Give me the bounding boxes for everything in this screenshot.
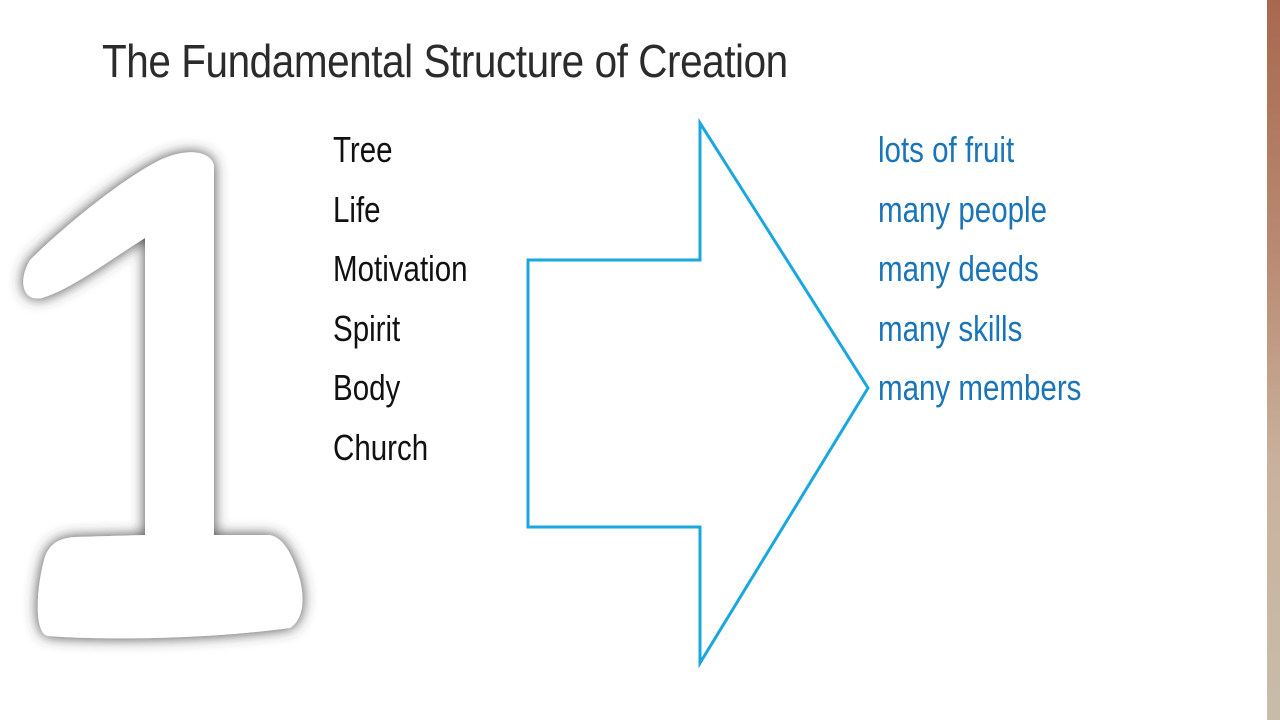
list-item: Body <box>333 367 401 408</box>
arrow-shape <box>526 117 870 669</box>
source-list: Tree Life Motivation Spirit Body Church <box>333 120 497 477</box>
list-item: Church <box>333 426 429 468</box>
list-item: Spirit <box>333 307 401 349</box>
list-item: Life <box>333 188 381 230</box>
list-item: many members <box>878 367 1082 408</box>
list-item: Tree <box>333 129 393 170</box>
list-item: many people <box>878 188 1048 230</box>
numeral-one-shape <box>23 152 303 639</box>
list-item: lots of fruit <box>878 129 1015 170</box>
list-item: Motivation <box>333 248 468 289</box>
decorative-edge-strip <box>1267 0 1280 720</box>
result-list: lots of fruit many people many deeds man… <box>878 120 1126 418</box>
list-item: many skills <box>878 307 1023 349</box>
list-item: many deeds <box>878 248 1039 289</box>
numeral-one-graphic <box>23 152 303 639</box>
slide-title: The Fundamental Structure of Creation <box>102 35 788 87</box>
